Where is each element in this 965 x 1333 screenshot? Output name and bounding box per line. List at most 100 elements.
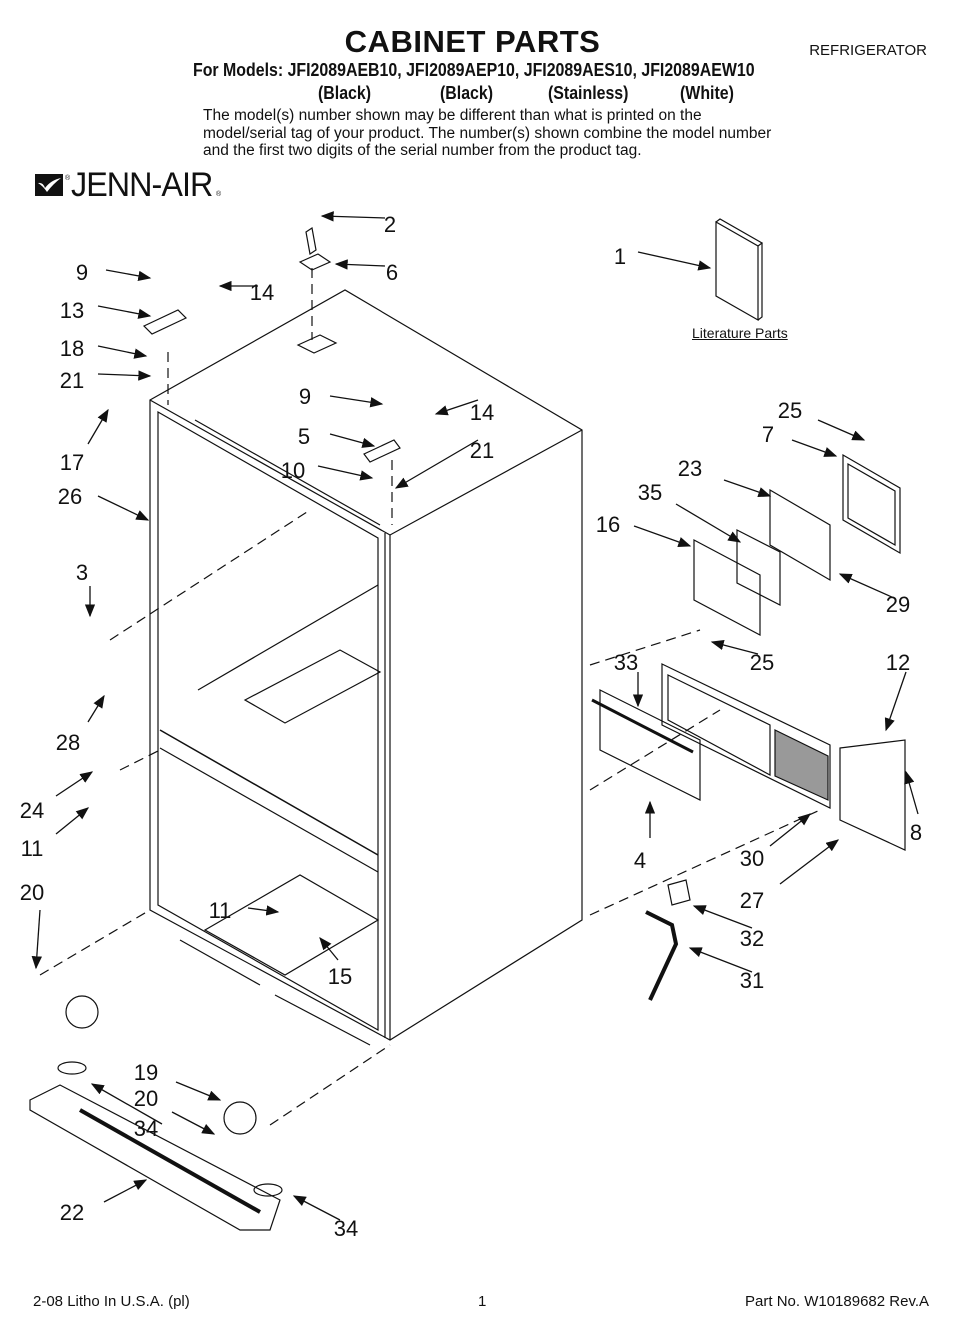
- callout-leader-roller: [175, 1081, 222, 1101]
- models-line: For Models: JFI2089AEB10, JFI2089AEP10, …: [193, 59, 755, 80]
- model-color-1: (Black): [318, 82, 372, 103]
- callout-leader-cover-frame: [791, 439, 838, 457]
- callout-leader-control-box: [633, 525, 692, 547]
- callout-leader-valve: [692, 905, 753, 929]
- callout-leader-screw-right-hinge-2: [434, 399, 479, 416]
- callout-leader-screw-inner: [247, 905, 280, 916]
- callout-leader-screw-bracket: [87, 694, 105, 723]
- callout-hinge-right: 10: [281, 458, 305, 483]
- literature-booklet: [715, 218, 764, 322]
- jenn-air-logo-mark-icon: [35, 174, 63, 196]
- machine-compartment-cover: [591, 663, 906, 851]
- callout-shim-right: 21: [470, 438, 494, 463]
- callout-screw-roller-right: 20: [134, 1086, 158, 1111]
- callout-hinge-plate-center: 6: [386, 260, 398, 285]
- callout-insulation: 35: [638, 480, 662, 505]
- page-title: CABINET PARTS: [344, 24, 601, 59]
- callout-leader-screw-roller-right: [171, 1111, 216, 1135]
- callout-screw-left-hinge-2: 14: [250, 280, 274, 305]
- callout-stop: 24: [20, 798, 44, 823]
- callout-leader-tube: [688, 947, 753, 973]
- callout-screw-roller-left: 20: [20, 880, 44, 905]
- callout-leader-gasket: [838, 573, 895, 599]
- callout-valve: 32: [740, 926, 764, 951]
- callout-leader-hinge-left: [97, 345, 148, 359]
- callout-leader-hinge-right: [317, 465, 374, 481]
- model-note: The model(s) number shown may be differe…: [203, 107, 772, 159]
- callout-leader-shim-left: [97, 370, 152, 381]
- callout-leader-screw-stop: [55, 807, 90, 835]
- callout-leader-cabinet: [97, 495, 150, 521]
- literature-parts-label: Literature Parts: [692, 325, 788, 341]
- callout-leader-hinge-cover-left: [97, 305, 152, 319]
- callout-hinge-left: 18: [60, 336, 84, 361]
- callout-leader-literature: [637, 251, 712, 271]
- hinge-parts: [142, 226, 401, 463]
- callout-leader-leveler-right: [292, 1195, 341, 1221]
- callout-clip-inner: 15: [328, 964, 352, 989]
- callout-cover-plate: 23: [678, 456, 702, 481]
- water-tube: [645, 879, 691, 1001]
- callout-leader-clip: [87, 408, 109, 445]
- category-label: REFRIGERATOR: [809, 42, 927, 59]
- part-number: Part No. W10189682 Rev.A: [745, 1293, 929, 1310]
- callout-screw-left-hinge: 9: [76, 260, 88, 285]
- callout-bracket: 3: [76, 560, 88, 585]
- callout-leader-insulation: [675, 503, 742, 543]
- callout-leader-access-cover: [779, 839, 840, 885]
- callout-control-box: 16: [596, 512, 620, 537]
- model-color-4: (White): [680, 82, 734, 103]
- callout-leader-machine-compartment-cover: [769, 813, 812, 847]
- callout-leveler-right: 34: [334, 1216, 358, 1241]
- callout-center-hinge-pin: 2: [384, 212, 396, 237]
- roller-and-grille: [29, 995, 283, 1231]
- callout-screw-machine-panel: 25: [750, 650, 774, 675]
- model-color-2: (Black): [440, 82, 494, 103]
- callout-panel-insulation: 33: [614, 650, 638, 675]
- callout-clamp: 8: [910, 820, 922, 845]
- cabinet-body: [149, 289, 583, 1046]
- callout-hinge-cover-left: 13: [60, 298, 84, 323]
- callout-leader-hinge-cover-right: [329, 433, 376, 448]
- callout-shim-left: 21: [60, 368, 84, 393]
- callout-leader-leveler-left: [90, 1083, 163, 1125]
- callout-clip: 17: [60, 450, 84, 475]
- control-box-assembly: [693, 453, 901, 636]
- callout-leader-screw-machine-panel: [710, 639, 759, 655]
- callout-toe-grille: 22: [60, 1200, 84, 1225]
- model-color-3: (Stainless): [548, 82, 629, 103]
- callout-cabinet: 26: [58, 484, 82, 509]
- callout-literature: 1: [614, 244, 626, 269]
- callout-leader-screw-left-hinge: [105, 269, 152, 282]
- callout-leader-center-hinge-pin: [320, 211, 386, 222]
- callout-leader-toe-grille: [103, 1179, 148, 1203]
- callout-leader-screw-roller-left: [31, 909, 42, 970]
- callout-leader-shim-right: [394, 439, 479, 489]
- footer-print-info: 2-08 Litho In U.S.A. (pl): [33, 1293, 190, 1310]
- callout-screw-right-hinge: 9: [299, 384, 311, 409]
- callout-leveler-left: 34: [134, 1116, 158, 1141]
- callout-gasket: 29: [886, 592, 910, 617]
- assembly-lines: [39, 268, 821, 1126]
- callout-leader-screws-access: [884, 671, 907, 732]
- callout-screw-stop: 11: [21, 836, 44, 861]
- brand-logo: ® JENN-AIR ®: [35, 168, 221, 202]
- callout-screw-right-hinge-2: 14: [470, 400, 494, 425]
- brand-name: JENN-AIR: [71, 166, 213, 204]
- callout-leader-clamp: [904, 770, 919, 815]
- callout-layer: 1269141318211726951410213282411201115192…: [20, 211, 922, 1241]
- callout-screw-control-cover: 25: [778, 398, 802, 423]
- callout-cover-frame: 7: [762, 422, 774, 447]
- callout-leader-stop: [55, 771, 94, 797]
- callout-leader-screw-right-hinge: [329, 395, 384, 408]
- callout-leader-clip-inner: [319, 936, 339, 961]
- page-number: 1: [478, 1293, 487, 1310]
- callout-leader-screw-control-cover: [817, 419, 866, 441]
- callout-machine-compartment-cover: 30: [740, 846, 764, 871]
- callout-roller: 19: [134, 1060, 158, 1085]
- callout-screw-bracket: 28: [56, 730, 80, 755]
- callout-screws-access: 12: [886, 650, 910, 675]
- callout-screw-inner: 11: [209, 898, 232, 923]
- callout-tube: 31: [740, 968, 764, 993]
